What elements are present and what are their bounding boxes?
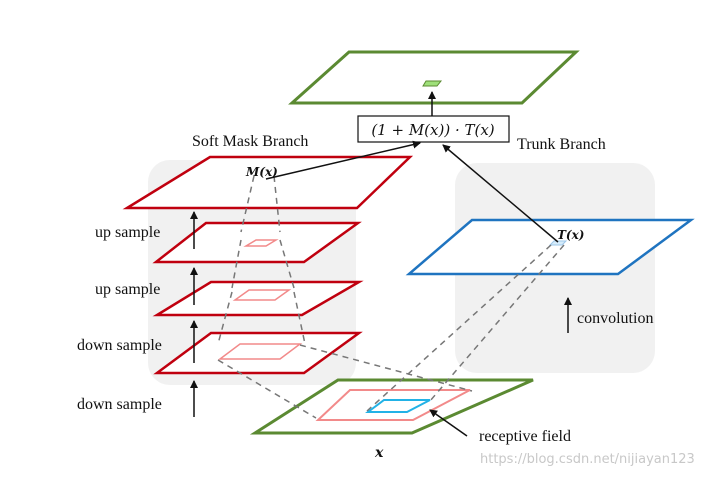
trunk-branch-title: Trunk Branch — [517, 136, 606, 153]
receptive-field-arrow — [429, 409, 468, 437]
receptive-field-label: receptive field — [479, 428, 571, 445]
formula-box — [357, 115, 510, 143]
downsample-plane — [153, 331, 363, 375]
mask-plane-top — [122, 155, 414, 210]
output-plane — [288, 50, 580, 105]
trunk-to-formula-arrow — [442, 144, 559, 243]
trunk-cell — [548, 240, 568, 246]
up-sample-label-2: up sample — [95, 281, 160, 298]
inner-field-3 — [217, 343, 303, 360]
down-sample-label-1: down sample — [77, 337, 162, 354]
upsample-plane-1 — [152, 221, 362, 264]
up-sample-label-1: up sample — [95, 224, 160, 241]
input-symbol: x — [374, 445, 384, 461]
trunk-field-region — [365, 399, 431, 413]
mask-symbol: M(x) — [245, 165, 278, 179]
convolution-label: convolution — [577, 310, 653, 327]
mask-to-formula-arrow — [265, 140, 421, 180]
down-sample-label-2: down sample — [77, 396, 162, 413]
inner-field-2 — [232, 289, 292, 301]
output-cell — [422, 80, 443, 87]
watermark: https://blog.csdn.net/nijiayan123 — [480, 452, 695, 467]
trunk-symbol: T(x) — [557, 228, 584, 242]
receptive-field-region — [315, 389, 471, 421]
soft-mask-panel — [148, 160, 356, 385]
trunk-plane — [405, 218, 695, 276]
upsample-plane-2 — [152, 280, 364, 317]
projection-lines — [217, 175, 565, 419]
inner-field-1 — [243, 239, 279, 247]
formula: (1 + M(x)) · T(x) — [371, 121, 494, 139]
soft-mask-branch-title: Soft Mask Branch — [192, 133, 308, 150]
